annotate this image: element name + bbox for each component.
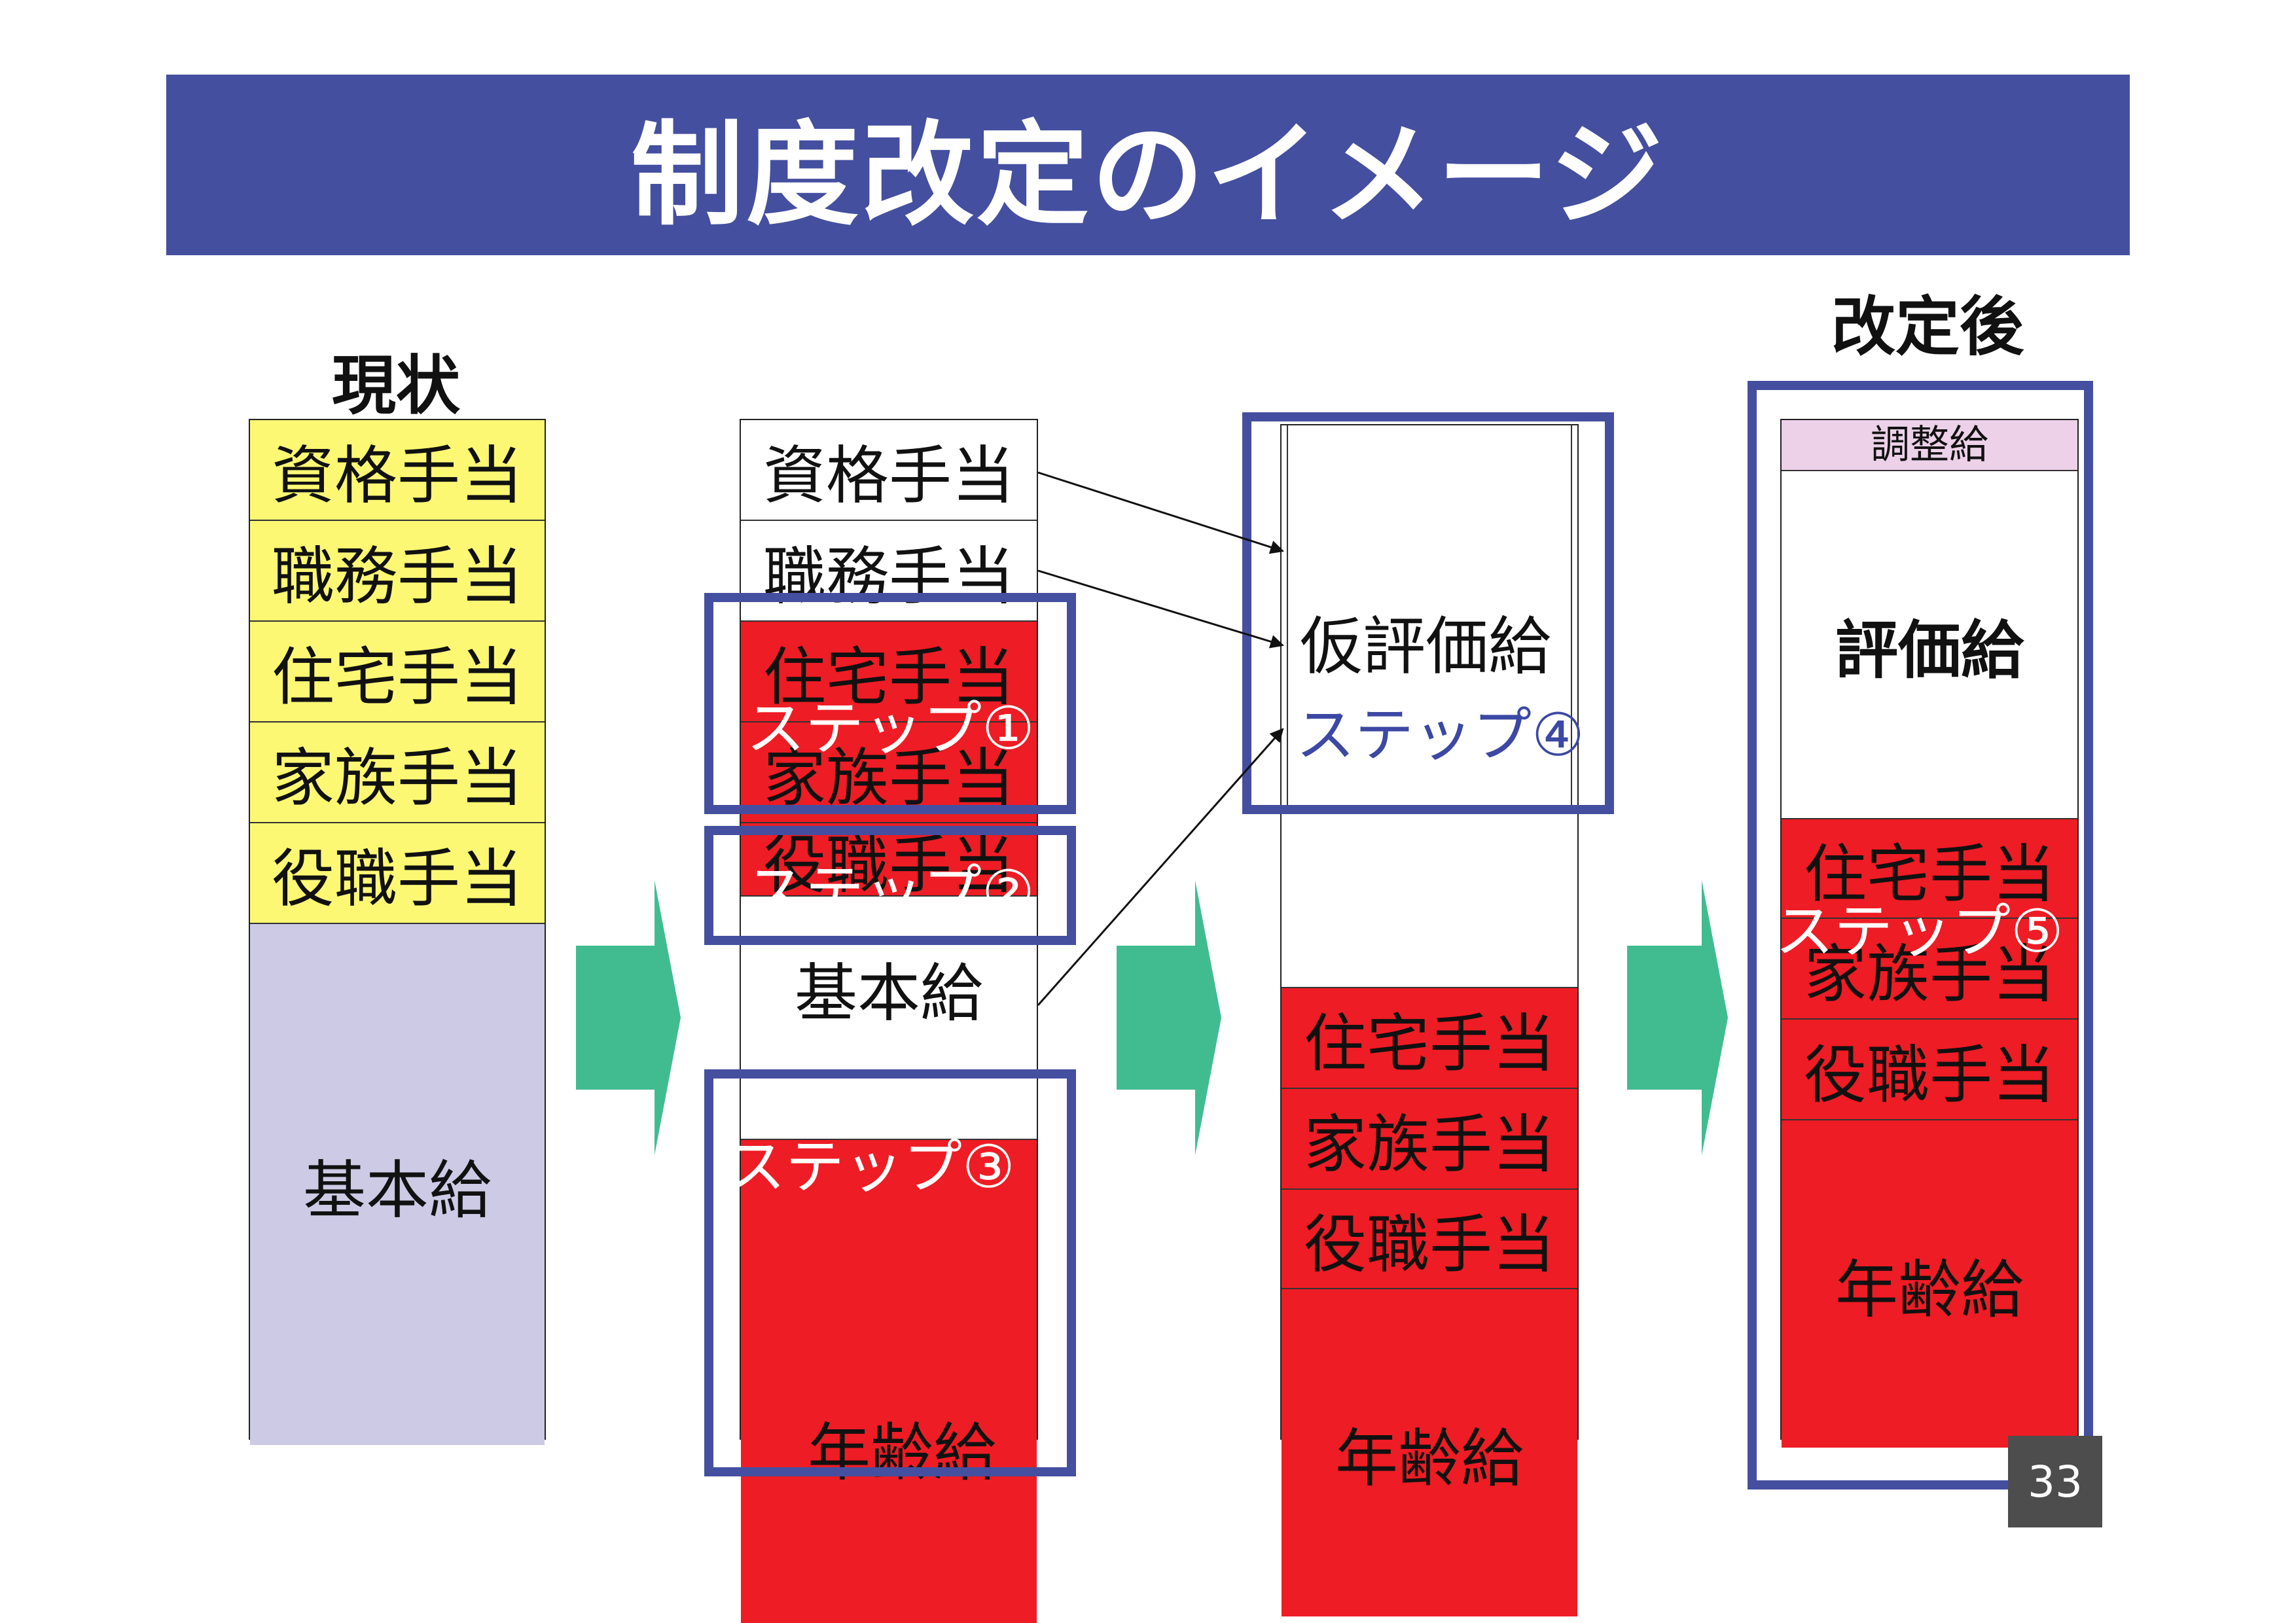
- stage3-provisional-label: 仮評価給: [1300, 610, 1551, 683]
- step3-frame: [704, 1069, 1076, 1476]
- current-item-housing: 住宅手当: [250, 622, 545, 722]
- step4-label: ステップ④: [1296, 701, 1585, 770]
- current-item-qualification: 資格手当: [250, 420, 545, 521]
- title-bar: 制度改定のイメージ: [166, 75, 2130, 255]
- step3-label: ステップ③: [726, 1133, 1015, 1202]
- step5-label: ステップ⑤: [1775, 897, 2064, 966]
- stage3-item-age-salary: 年齢給: [1282, 1289, 1577, 1616]
- stage3-item-housing: 住宅手当: [1282, 988, 1577, 1089]
- page-number: 33: [2008, 1436, 2102, 1527]
- page-title: 制度改定のイメージ: [630, 109, 1666, 241]
- stage3-item-provisional-evaluation: 仮評価給: [1282, 425, 1577, 988]
- step1-label: ステップ①: [746, 694, 1035, 763]
- connector-duty: [1037, 569, 1285, 649]
- stage3-inner-line-left: [1287, 425, 1288, 814]
- connector-base-salary: [1037, 728, 1284, 1006]
- transition-arrow-2: [1117, 880, 1221, 1155]
- stage2-item-position: 役職手当: [741, 823, 1037, 897]
- connector-qualification: [1037, 471, 1284, 554]
- step1-frame: [704, 593, 1076, 814]
- after-item-adjustment: 調整給: [1782, 420, 2077, 471]
- current-item-base-salary: 基本給: [250, 924, 545, 1445]
- stage3-inner-line-right: [1571, 425, 1572, 814]
- step2-label: ステップ②: [746, 858, 1035, 927]
- current-item-family: 家族手当: [250, 722, 545, 823]
- heading-current: 現状: [331, 349, 460, 423]
- current-item-duty: 職務手当: [250, 521, 545, 622]
- heading-after: 改定後: [1831, 290, 2024, 365]
- stage3-item-position: 役職手当: [1282, 1190, 1577, 1289]
- after-item-housing: 住宅手当: [1782, 819, 2077, 919]
- stage2-item-qualification: 資格手当: [741, 420, 1037, 521]
- transition-arrow-3: [1627, 880, 1728, 1155]
- stage3-item-family: 家族手当: [1282, 1089, 1577, 1190]
- current-item-position: 役職手当: [250, 823, 545, 924]
- after-frame: [1748, 381, 2093, 1489]
- stage2-item-housing: 住宅手当: [741, 622, 1037, 722]
- after-item-evaluation: 評価給: [1782, 471, 2077, 819]
- after-item-position: 役職手当: [1782, 1020, 2077, 1120]
- stage3-column: 仮評価給 住宅手当 家族手当 役職手当 年齢給: [1280, 424, 1579, 1616]
- step4-frame: [1242, 412, 1614, 814]
- after-column: 調整給 評価給 住宅手当 家族手当 役職手当 年齢給: [1780, 419, 2079, 1448]
- step2-frame: [704, 826, 1076, 945]
- after-item-age-salary: 年齢給: [1782, 1120, 2077, 1448]
- current-column: 資格手当 職務手当 住宅手当 家族手当 役職手当 基本給: [249, 419, 546, 1445]
- transition-arrow-1: [576, 880, 681, 1155]
- after-item-family: 家族手当: [1782, 919, 2077, 1020]
- stage2-item-age-salary: 年齢給: [741, 1140, 1037, 1623]
